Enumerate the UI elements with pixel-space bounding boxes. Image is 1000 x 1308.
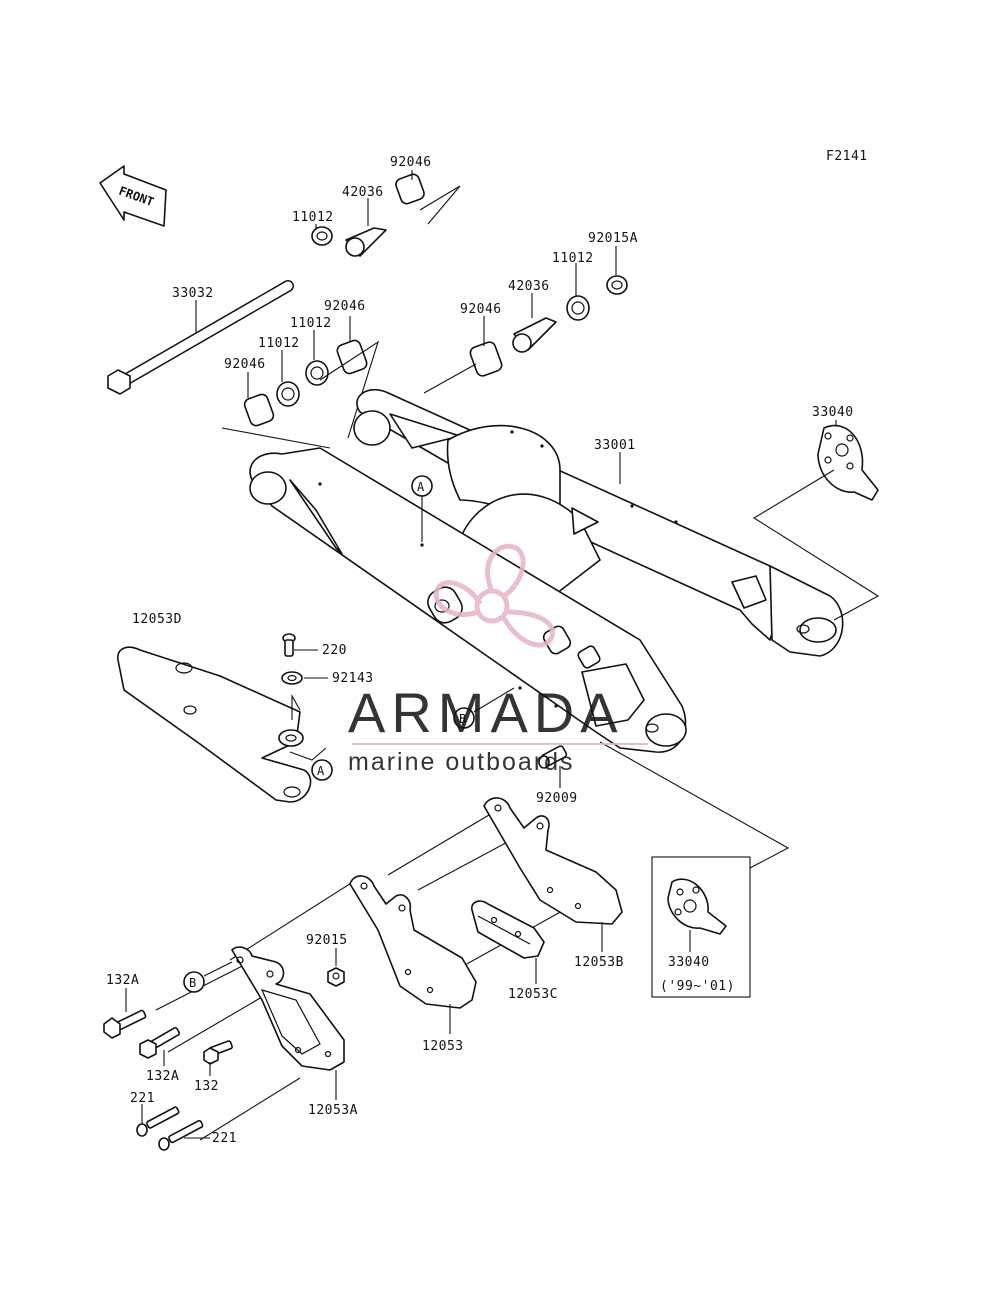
label-12053: 12053 — [422, 1039, 464, 1054]
screw-221-2 — [158, 1119, 210, 1151]
inset-box-33040-variant: 33040 ('99~'01) — [651, 856, 751, 998]
label-33040-inset: 33040 — [668, 955, 710, 970]
label-33040: 33040 — [812, 405, 854, 420]
label-12053A: 12053A — [308, 1103, 358, 1118]
watermark-brand: ARMADA — [348, 681, 624, 744]
label-11012-top: 11012 — [292, 210, 334, 225]
label-12053D: 12053D — [132, 612, 182, 627]
swingarm-33001 — [249, 388, 844, 753]
label-92046-right: 92046 — [460, 302, 502, 317]
label-92046-left-1: 92046 — [324, 299, 366, 314]
callout-b-guide: B — [183, 961, 233, 993]
figure-code: F2141 — [826, 149, 868, 164]
screw-221-1 — [136, 1104, 180, 1137]
label-92015: 92015 — [306, 933, 348, 948]
bolt-132A-2 — [139, 1026, 181, 1066]
label-12053B: 12053B — [574, 955, 624, 970]
bolt-92009 — [538, 745, 568, 788]
label-132A-1: 132A — [106, 973, 139, 988]
label-132A-2: 132A — [146, 1069, 179, 1084]
label-11012-left-1: 11012 — [290, 316, 332, 331]
chain-guide-12053A — [231, 946, 345, 1071]
armada-watermark: ARMADA marine outboards — [348, 543, 648, 776]
bolt-132A-1 — [103, 988, 147, 1039]
svg-text:B: B — [459, 712, 466, 726]
bolt-132 — [203, 1040, 233, 1076]
bearing-group-top — [311, 173, 461, 257]
bearing-group-left — [221, 339, 379, 449]
screw-220 — [282, 633, 318, 657]
svg-text:B: B — [189, 976, 196, 990]
callout-a-slider: A — [311, 759, 333, 781]
nut-92015 — [327, 948, 345, 987]
bearing-group-right — [423, 275, 628, 394]
label-92046-left-2: 92046 — [224, 357, 266, 372]
watermark-tagline: marine outboards — [348, 748, 575, 776]
callout-b-swingarm: B — [453, 687, 515, 729]
front-direction-arrow: FRONT — [99, 165, 167, 227]
label-33032: 33032 — [172, 286, 214, 301]
label-42036-top: 42036 — [342, 185, 384, 200]
label-12053C: 12053C — [508, 987, 558, 1002]
washer-92143 — [281, 671, 328, 685]
callout-a-swingarm: A — [411, 475, 433, 542]
label-92009: 92009 — [536, 791, 578, 806]
label-11012-right: 11012 — [552, 251, 594, 266]
label-92046-top: 92046 — [390, 155, 432, 170]
chain-guide-pad-12053C — [470, 900, 545, 959]
range-note: ('99~'01) — [660, 979, 735, 994]
svg-text:A: A — [317, 764, 325, 778]
chain-guide-12053B — [483, 797, 623, 925]
pivot-shaft-33032 — [107, 280, 294, 395]
label-132: 132 — [194, 1079, 219, 1094]
label-11012-left-2: 11012 — [258, 336, 300, 351]
label-33001: 33001 — [594, 438, 636, 453]
label-42036-right: 42036 — [508, 279, 550, 294]
chain-adjuster-plate-33040 — [752, 424, 880, 621]
chain-guide-12053 — [349, 875, 477, 1009]
svg-text:A: A — [417, 480, 425, 494]
label-221-2: 221 — [212, 1131, 237, 1146]
label-221-1: 221 — [130, 1091, 155, 1106]
label-92143: 92143 — [332, 671, 374, 686]
label-92015A: 92015A — [588, 231, 638, 246]
label-220: 220 — [322, 643, 347, 658]
armada-logo-icon — [433, 543, 555, 648]
chain-slider-12053D — [117, 646, 327, 803]
